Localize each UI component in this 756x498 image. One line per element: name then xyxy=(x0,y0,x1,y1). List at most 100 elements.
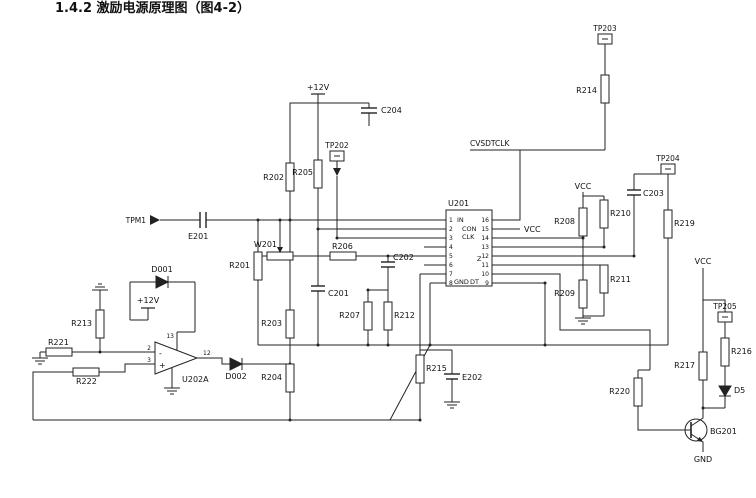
svg-text:8: 8 xyxy=(449,280,453,287)
resistor-R204 xyxy=(285,363,295,393)
opamp-pin-noninv: 3 xyxy=(147,357,151,364)
resistor-R209 xyxy=(578,279,588,309)
u201-label: U201 xyxy=(448,199,469,208)
svg-text:10: 10 xyxy=(481,271,489,278)
ground-symbols xyxy=(32,283,591,409)
label-CVSDTCLK: CVSDTCLK xyxy=(470,139,510,148)
svg-text:11: 11 xyxy=(481,262,489,269)
component-labels: R214 R202 R205 R201 R203 R204 R206 R207 … xyxy=(48,24,752,464)
label-TP205: TP205 xyxy=(712,302,737,311)
svg-text:5: 5 xyxy=(449,253,453,260)
capacitor-E201 xyxy=(199,212,207,228)
opamp-pin-inv: 2 xyxy=(147,345,151,352)
label-R202: R202 xyxy=(263,173,284,182)
u201-pin-numbers-right: 16 15 14 13 12 11 10 9 xyxy=(481,217,489,287)
label-C202: C202 xyxy=(393,253,414,262)
potentiometer-W201 xyxy=(266,251,294,261)
label-D001: D001 xyxy=(151,265,172,274)
resistor-R207 xyxy=(363,301,373,331)
label-R220: R220 xyxy=(609,387,630,396)
svg-text:12: 12 xyxy=(481,253,489,260)
resistor-R219 xyxy=(663,209,673,239)
label-R215: R215 xyxy=(426,364,447,373)
u201-pin-gnd: GND xyxy=(454,278,469,286)
label-vcc-right: VCC xyxy=(695,257,712,266)
label-BG201: BG201 xyxy=(710,427,737,436)
resistor-R201 xyxy=(253,251,263,281)
resistor-R203 xyxy=(285,309,295,339)
resistor-R202 xyxy=(285,162,295,192)
capacitor-C202 xyxy=(381,261,395,268)
label-R219: R219 xyxy=(674,219,695,228)
svg-text:6: 6 xyxy=(449,262,453,269)
label-C201: C201 xyxy=(328,289,349,298)
label-vcc-mid: VCC xyxy=(575,182,592,191)
label-R210: R210 xyxy=(610,209,631,218)
label-R213: R213 xyxy=(71,319,92,328)
label-vcc-u201: VCC xyxy=(524,225,541,234)
diode-D001 xyxy=(155,275,170,289)
resistor-R213 xyxy=(95,309,105,339)
label-C204: C204 xyxy=(381,106,402,115)
resistor-R214 xyxy=(600,74,610,104)
label-D002: D002 xyxy=(225,372,246,381)
label-R212: R212 xyxy=(394,311,415,320)
diode-D002 xyxy=(229,357,244,371)
label-R214: R214 xyxy=(576,86,597,95)
test-points xyxy=(329,33,733,323)
ground-below-opamp xyxy=(164,387,180,395)
resistor-R205 xyxy=(313,159,323,189)
label-E202: E202 xyxy=(462,373,482,382)
ground-above-R213 xyxy=(92,283,108,291)
capacitor-C203 xyxy=(627,189,641,196)
testpoint-TP202 xyxy=(329,150,345,162)
svg-text:3: 3 xyxy=(449,235,453,242)
svg-text:15: 15 xyxy=(481,226,489,233)
label-R221: R221 xyxy=(48,338,69,347)
label-TP202: TP202 xyxy=(324,141,349,150)
label-D5: D5 xyxy=(734,386,745,395)
resistor-R216 xyxy=(720,337,730,367)
ground-below-E202 xyxy=(444,401,460,409)
w201-wiper-arrow xyxy=(277,247,283,253)
power-symbols xyxy=(141,93,325,309)
opamp-minus: - xyxy=(159,349,162,358)
svg-text:4: 4 xyxy=(449,244,453,251)
resistor-R212 xyxy=(383,301,393,331)
capacitor-C201 xyxy=(311,285,325,292)
svg-text:14: 14 xyxy=(481,235,489,242)
resistor-R206 xyxy=(329,251,357,261)
label-R203: R203 xyxy=(261,319,282,328)
opamp-pin-out: 12 xyxy=(203,350,211,357)
opamp-plus: + xyxy=(159,361,166,370)
label-R207: R207 xyxy=(339,311,360,320)
svg-text:1: 1 xyxy=(449,217,453,224)
label-R217: R217 xyxy=(674,361,695,370)
label-TPM1: TPM1 xyxy=(125,216,147,225)
svg-text:9: 9 xyxy=(485,280,489,287)
label-R205: R205 xyxy=(292,168,313,177)
resistor-R208 xyxy=(578,207,588,237)
label-R201: R201 xyxy=(229,261,250,270)
u201-pin-dt: DT xyxy=(470,278,479,286)
label-R204: R204 xyxy=(261,373,282,382)
label-E201: E201 xyxy=(188,232,208,241)
svg-text:7: 7 xyxy=(449,271,453,278)
resistor-R211 xyxy=(599,264,609,294)
label-TP204: TP204 xyxy=(655,154,680,163)
ground-left-R221 xyxy=(32,357,48,365)
label-p12v-left: +12V xyxy=(137,296,160,305)
resistor-R220 xyxy=(633,377,643,407)
capacitor-E202 xyxy=(444,373,460,380)
label-R216: R216 xyxy=(731,347,752,356)
ic-U201: U201 IN CON CLK Z GND DT 1 2 3 4 5 6 7 8… xyxy=(436,199,502,287)
u201-pin-in: IN xyxy=(457,216,464,224)
resistor-R217 xyxy=(698,351,708,381)
resistors xyxy=(45,74,730,407)
page-title: 1.4.2 激励电源原理图（图4-2） xyxy=(55,0,250,16)
probe-TP202-icon xyxy=(333,168,341,176)
emitter-arrow-icon xyxy=(696,436,703,442)
label-W201: W201 xyxy=(254,240,277,249)
testpoint-TP205 xyxy=(717,311,733,323)
